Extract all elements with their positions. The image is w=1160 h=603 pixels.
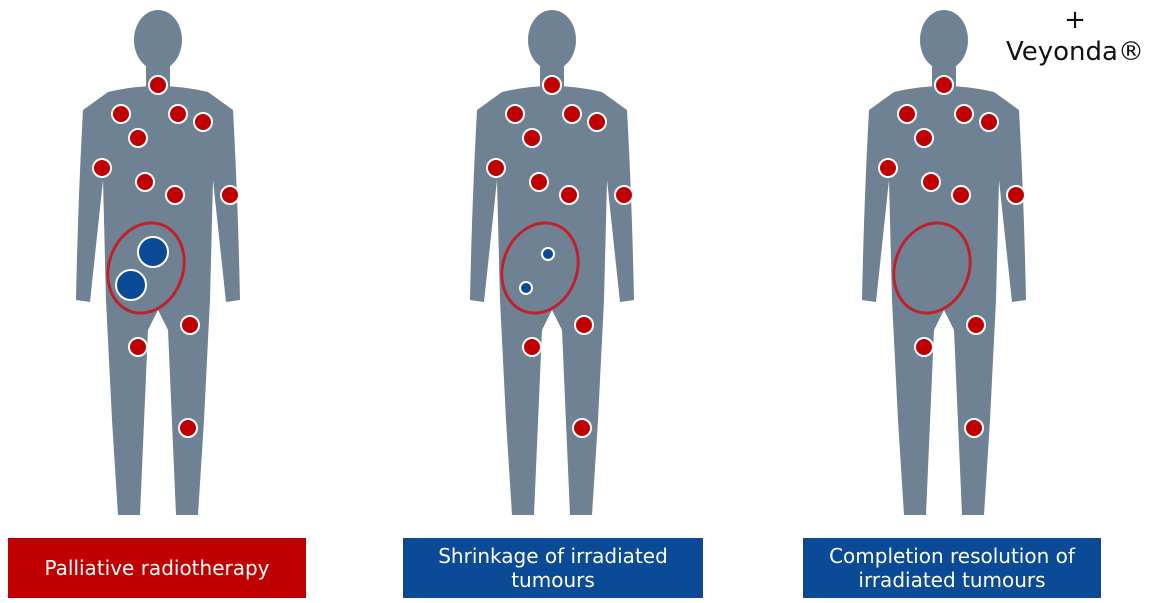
caption-box-shrinkage: Shrinkage of irradiated tumours: [403, 538, 703, 598]
body-silhouette-3: [814, 0, 1074, 530]
caption-box-resolution: Completion resolution of irradiated tumo…: [803, 538, 1101, 598]
body-silhouette-2: [422, 0, 682, 530]
caption-shrinkage: Shrinkage of irradiated tumours: [438, 544, 668, 592]
body-silhouette-1: [28, 0, 288, 530]
caption-box-palliative: Palliative radiotherapy: [8, 538, 306, 598]
caption-palliative: Palliative radiotherapy: [44, 556, 269, 580]
plus-sign: +: [1000, 4, 1150, 36]
caption-resolution: Completion resolution of irradiated tumo…: [829, 544, 1075, 592]
figure-palliative-radiotherapy: [28, 0, 288, 530]
figure-complete-resolution: [814, 0, 1074, 530]
drug-name: Veyonda®: [1006, 37, 1144, 67]
figure-shrinkage: [422, 0, 682, 530]
veyonda-label: + Veyonda®: [1000, 4, 1150, 68]
